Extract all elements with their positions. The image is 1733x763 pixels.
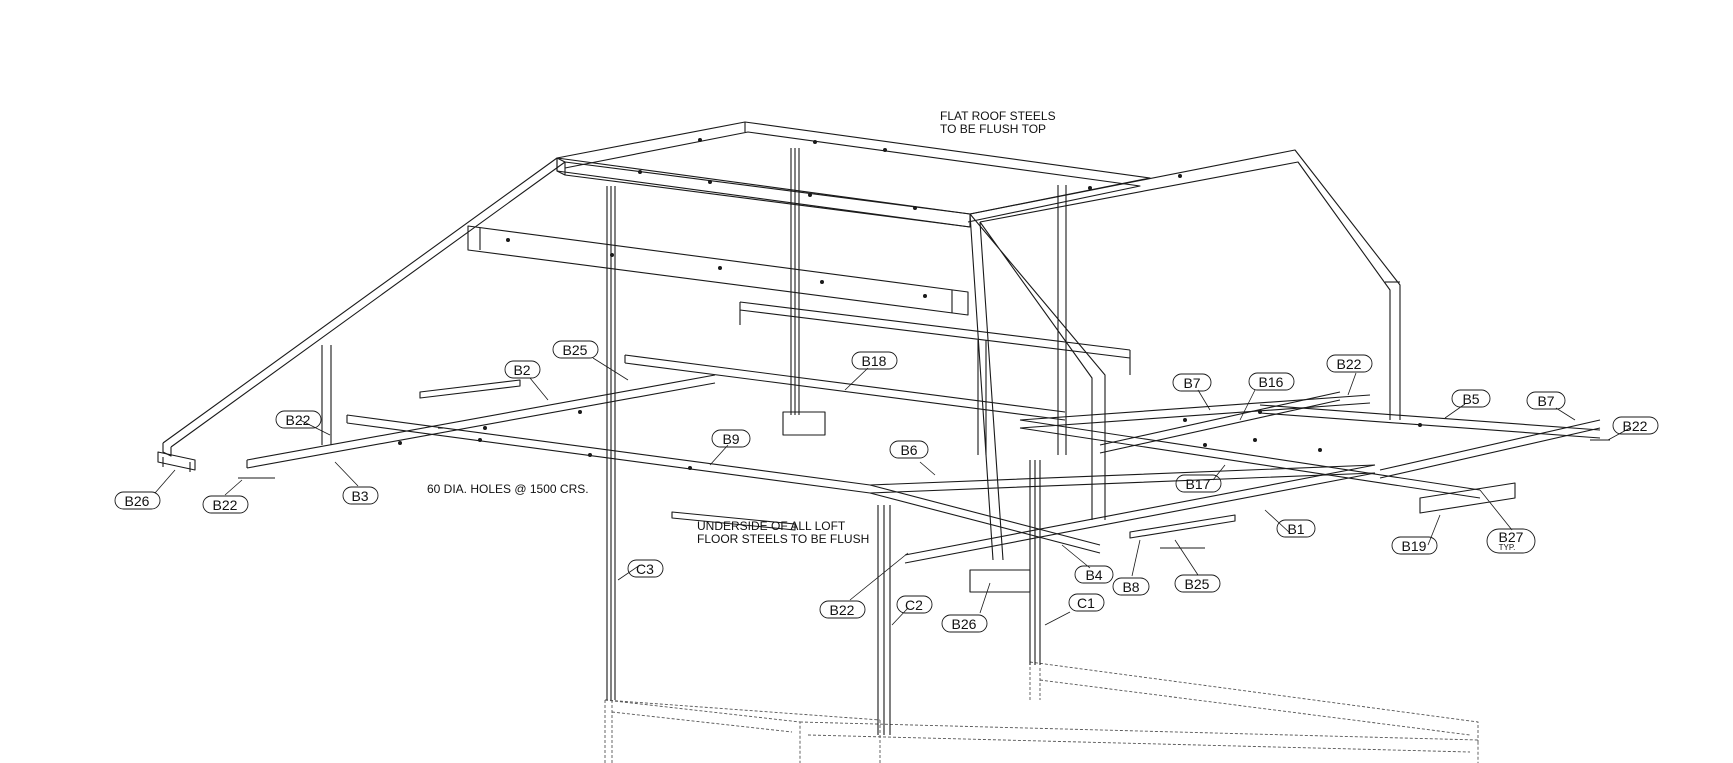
tag-b27-typ: TYP. [1499,543,1516,552]
tag-b3: B3 [351,488,368,504]
tag-b8: B8 [1122,579,1139,595]
leader-lines [154,357,1631,626]
tag-c3: C3 [636,561,654,577]
tag-b2: B2 [513,362,530,378]
column-c3 [606,186,616,700]
tag-b27: B27 [1499,529,1524,545]
tag-c2: C2 [905,597,923,613]
column-c1 [1029,460,1041,665]
tag-b22-right-top: B22 [1337,356,1362,372]
post-center [790,148,800,415]
column-c2 [877,505,891,735]
bolt-holes [398,138,1422,470]
note-flat-roof-line2: TO BE FLUSH TOP [940,122,1046,136]
tag-b19: B19 [1402,538,1427,554]
b26-mid-baseplate [969,569,1031,593]
tag-b7-left: B7 [1183,375,1200,391]
tag-b26-left: B26 [125,493,150,509]
tag-b1: B1 [1287,521,1304,537]
left-hip-rafter [157,157,566,472]
roof-frame [467,121,1401,561]
foundation-walls [604,661,1479,763]
floor-frame [238,301,1610,593]
tag-b22-left-mid: B22 [286,412,311,428]
note-flat-roof-line1: FLAT ROOF STEELS [940,109,1056,123]
tag-b25-top: B25 [563,342,588,358]
note-underside-line2: FLOOR STEELS TO BE FLUSH [697,532,869,546]
tag-c1: C1 [1077,595,1095,611]
tag-b26-mid: B26 [952,616,977,632]
post-mid [977,340,987,455]
tag-b22-mid-low: B22 [830,602,855,618]
note-underside-line1: UNDERSIDE OF ALL LOFT [697,519,846,533]
post-left [321,345,332,445]
columns [321,148,1067,735]
note-holes: 60 DIA. HOLES @ 1500 CRS. [427,482,589,496]
tag-b25-low: B25 [1185,576,1210,592]
tag-b4: B4 [1085,567,1102,583]
tag-b18: B18 [862,353,887,369]
tag-b22-left-low: B22 [213,497,238,513]
tag-b17: B17 [1186,476,1211,492]
tag-b16: B16 [1259,374,1284,390]
tag-b6: B6 [900,442,917,458]
tag-bubbles [114,340,1659,633]
tag-b22-right: B22 [1623,418,1648,434]
tag-b7-right: B7 [1537,393,1554,409]
b26-left-baseplate [157,451,196,471]
post-rear [1057,185,1067,455]
hanger-plate [782,411,826,436]
b2-stub [419,379,521,399]
tag-b5: B5 [1462,391,1479,407]
tag-b9: B9 [722,431,739,447]
